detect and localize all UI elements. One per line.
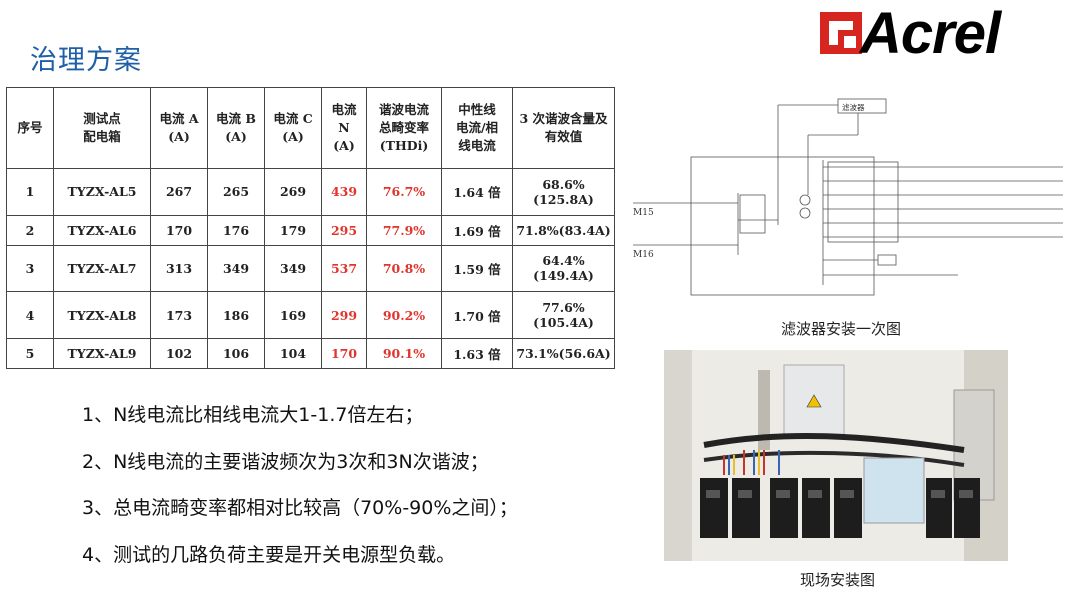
cell-current-c: 104 [264,337,322,370]
cell-neutral-ratio: 1.59 倍 [441,244,513,293]
table-row: 5 TYZX-AL9 102 106 104 170 90.1% 1.63 倍 … [6,337,615,370]
conclusion-notes: 1、N线电流比相线电流大1-1.7倍左右； 2、N线电流的主要谐波频次为3次和3… [82,400,518,586]
cell-index: 4 [6,291,54,339]
cell-current-c: 179 [264,214,322,246]
cell-index: 2 [6,214,54,246]
cell-index: 1 [6,168,54,216]
cell-current-b: 349 [207,244,265,293]
cell-panel: TYZX-AL7 [53,244,151,293]
cell-current-n: 299 [321,291,367,339]
note-item: 4、测试的几路负荷主要是开关电源型负载。 [82,543,456,566]
filter-box [837,98,887,114]
table-row: 2 TYZX-AL6 170 176 179 295 77.9% 1.69 倍 … [6,214,615,246]
col-header-panel: 测试点配电箱 [53,87,151,169]
cell-current-a: 102 [150,337,208,370]
cell-current-b: 106 [207,337,265,370]
page-title: 治理方案 [30,45,142,76]
col-header-thdi: 谐波电流总畸变率(THDi) [366,87,442,169]
col-header-index: 序号 [6,87,54,169]
cell-index: 3 [6,244,54,293]
table-row: 1 TYZX-AL5 267 265 269 439 76.7% 1.64 倍 … [6,168,615,216]
diagram-caption: 滤波器安装一次图 [781,320,902,338]
filter-label: 滤波器 [842,102,865,112]
note-item: 3、总电流畸变率都相对比较高（70%-90%之间）； [82,497,518,519]
cell-thdi: 90.1% [366,337,442,370]
cell-current-n: 170 [321,337,367,370]
note-item: 1、N线电流比相线电流大1-1.7倍左右； [82,404,424,426]
site-installation-photo [664,350,1008,561]
table-row: 4 TYZX-AL8 173 186 169 299 90.2% 1.70 倍 … [6,291,615,339]
photo-caption: 现场安装图 [800,571,876,589]
cell-current-a: 173 [150,291,208,339]
cell-3rd-harmonic: 73.1%(56.6A) [512,337,615,370]
col-header-current-c: 电流 C(A) [264,87,322,169]
table-row: 3 TYZX-AL7 313 349 349 537 70.8% 1.59 倍 … [6,244,615,293]
cell-current-n: 537 [321,244,367,293]
col-header-current-a: 电流 A(A) [150,87,208,169]
cell-panel: TYZX-AL5 [53,168,151,216]
cell-thdi: 76.7% [366,168,442,216]
installation-photo-illustration [664,350,1008,561]
cell-current-b: 176 [207,214,265,246]
cell-thdi: 70.8% [366,244,442,293]
cell-neutral-ratio: 1.64 倍 [441,168,513,216]
cell-thdi: 77.9% [366,214,442,246]
cell-panel: TYZX-AL8 [53,291,151,339]
logo-mark-icon [820,12,862,54]
cell-current-a: 267 [150,168,208,216]
cell-current-n: 295 [321,214,367,246]
m15-label: M15 [633,208,654,218]
cell-current-c: 169 [264,291,322,339]
cell-neutral-ratio: 1.63 倍 [441,337,513,370]
table-body: 1 TYZX-AL5 267 265 269 439 76.7% 1.64 倍 … [6,168,615,370]
cell-current-n: 439 [321,168,367,216]
cell-current-c: 269 [264,168,322,216]
cell-current-b: 186 [207,291,265,339]
cell-panel: TYZX-AL6 [53,214,151,246]
cell-neutral-ratio: 1.69 倍 [441,214,513,246]
cell-index: 5 [6,337,54,370]
logo-wordmark: Acrel [860,1,1001,66]
note-item: 2、N线电流的主要谐波频次为3次和3N次谐波； [82,450,489,473]
cell-current-a: 170 [150,214,208,246]
cell-3rd-harmonic: 77.6%(105.4A) [512,291,615,339]
m16-label: M16 [633,250,654,260]
cell-current-c: 349 [264,244,322,293]
cell-3rd-harmonic: 68.6%(125.8A) [512,168,615,216]
cell-3rd-harmonic: 71.8%(83.4A) [512,214,615,246]
filter-wiring-diagram: 滤波器 M15 M16 [633,98,1063,296]
col-header-current-b: 电流 B(A) [207,87,265,169]
col-header-neutral-ratio: 中性线电流/相线电流 [441,87,513,169]
cell-panel: TYZX-AL9 [53,337,151,370]
cell-3rd-harmonic: 64.4%(149.4A) [512,244,615,293]
cell-current-b: 265 [207,168,265,216]
cell-neutral-ratio: 1.70 倍 [441,291,513,339]
cell-current-a: 313 [150,244,208,293]
col-header-3rd-harmonic: 3 次谐波含量及有效值 [512,87,615,169]
cell-thdi: 90.2% [366,291,442,339]
